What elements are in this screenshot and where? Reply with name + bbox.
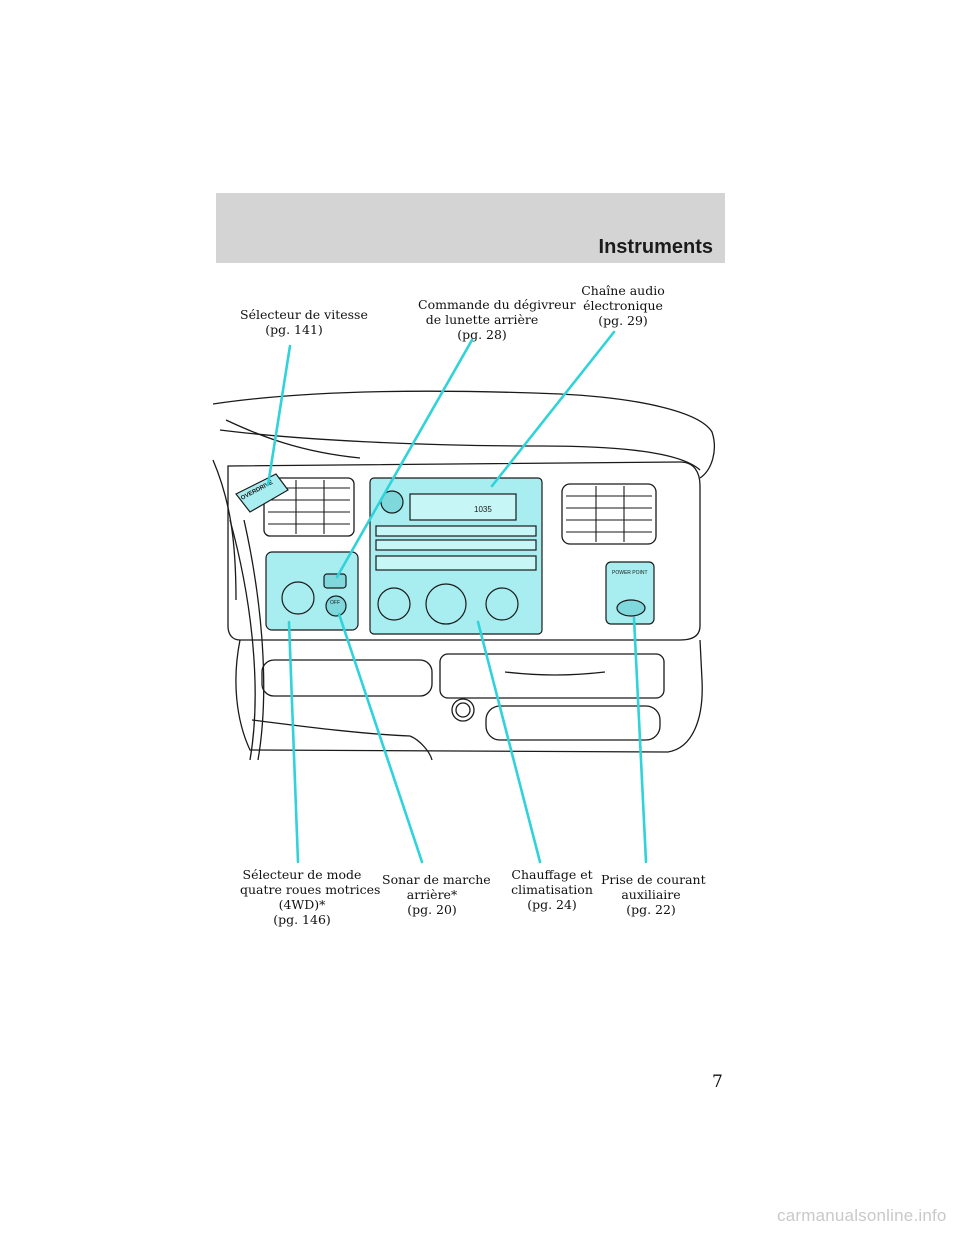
power-point-cap bbox=[616, 599, 646, 617]
callout-line: (pg. 28) bbox=[457, 327, 507, 342]
callout-line: arrière* bbox=[406, 887, 458, 902]
dash-fascia bbox=[227, 461, 701, 641]
left-lower-bin bbox=[261, 659, 433, 697]
mode-knob bbox=[485, 587, 519, 621]
callout-line: Sonar de marche bbox=[382, 872, 491, 887]
callout-line: (pg. 146) bbox=[273, 912, 331, 927]
callout-line: Prise de courant bbox=[601, 872, 706, 887]
callout-gear-selector: Sélecteur de vitesse (pg. 141) bbox=[240, 307, 368, 337]
dash-lower-curve bbox=[251, 719, 433, 761]
callout-climate: Chauffage et climatisation (pg. 24) bbox=[508, 867, 596, 912]
temperature-knob bbox=[425, 583, 467, 625]
leader-reverse-sensing bbox=[337, 612, 424, 864]
callout-power-point: Prise de courant auxiliaire (pg. 22) bbox=[601, 872, 706, 917]
radio-display bbox=[409, 493, 517, 521]
callout-line: Sélecteur de mode bbox=[242, 867, 362, 882]
callout-4wd-selector: Sélecteur de mode quatre roues motrices … bbox=[240, 867, 381, 927]
callout-line: auxiliaire bbox=[621, 887, 681, 902]
callout-reverse-sensing: Sonar de marche arrière* (pg. 20) bbox=[382, 872, 491, 917]
leader-4wd bbox=[287, 620, 300, 864]
dash-upper-trim bbox=[219, 429, 701, 471]
radio-preset-row bbox=[375, 555, 537, 571]
power-point-label: POWER POINT bbox=[612, 570, 648, 576]
steering-wheel bbox=[229, 519, 265, 761]
steering-wheel-hub bbox=[212, 459, 237, 601]
radio-button-row-1 bbox=[375, 525, 537, 537]
callout-line: (4WD)* bbox=[278, 897, 326, 912]
storage-tray-slot bbox=[504, 671, 606, 676]
fan-knob bbox=[377, 587, 411, 621]
leader-power-point bbox=[632, 616, 648, 864]
4wd-selector-knob bbox=[281, 581, 315, 615]
leader-rear-defrost bbox=[335, 338, 474, 579]
section-title: Instruments bbox=[598, 236, 713, 258]
dash-lower-outline bbox=[235, 639, 703, 753]
callout-line: (pg. 24) bbox=[527, 897, 577, 912]
leader-gear-selector bbox=[266, 344, 292, 487]
dash-top-outline bbox=[212, 390, 715, 479]
callout-rear-defrost: Commande du dégivreur de lunette arrière… bbox=[418, 297, 576, 342]
leader-audio bbox=[490, 330, 616, 488]
callout-line: quatre roues motrices bbox=[240, 882, 381, 897]
callout-line: électronique bbox=[583, 298, 663, 313]
lighter-socket-inner bbox=[455, 702, 471, 718]
callout-line: (pg. 29) bbox=[598, 313, 648, 328]
rear-defrost-button bbox=[323, 573, 347, 589]
right-air-vent bbox=[561, 483, 657, 545]
page-number: 7 bbox=[712, 1072, 723, 1092]
callout-line: (pg. 141) bbox=[265, 322, 323, 337]
footer-watermark: carmanualsonline.info bbox=[777, 1206, 947, 1225]
leader-climate bbox=[476, 620, 542, 864]
reverse-sensing-button bbox=[325, 595, 347, 617]
callout-line: Sélecteur de vitesse bbox=[240, 307, 368, 322]
radio-button-row-2 bbox=[375, 539, 537, 551]
callout-line: Commande du dégivreur bbox=[418, 297, 576, 312]
callout-line: Chauffage et bbox=[511, 867, 593, 882]
dash-upper-trim-2 bbox=[225, 419, 361, 459]
lighter-socket bbox=[451, 698, 475, 722]
lower-storage bbox=[485, 705, 661, 741]
callout-line: (pg. 22) bbox=[626, 902, 676, 917]
callout-line: Chaîne audio bbox=[581, 283, 665, 298]
off-label: OFF bbox=[330, 600, 340, 606]
radio-display-readout: 1035 bbox=[474, 505, 492, 514]
callout-line: (pg. 20) bbox=[407, 902, 457, 917]
header-band: Instruments bbox=[216, 193, 725, 263]
callout-audio: Chaîne audio électronique (pg. 29) bbox=[575, 283, 671, 328]
gear-selector-lever bbox=[235, 473, 289, 513]
callout-line: climatisation bbox=[511, 882, 593, 897]
callout-line: de lunette arrière bbox=[425, 312, 539, 327]
storage-tray bbox=[439, 653, 665, 699]
left-air-vent bbox=[263, 477, 355, 537]
